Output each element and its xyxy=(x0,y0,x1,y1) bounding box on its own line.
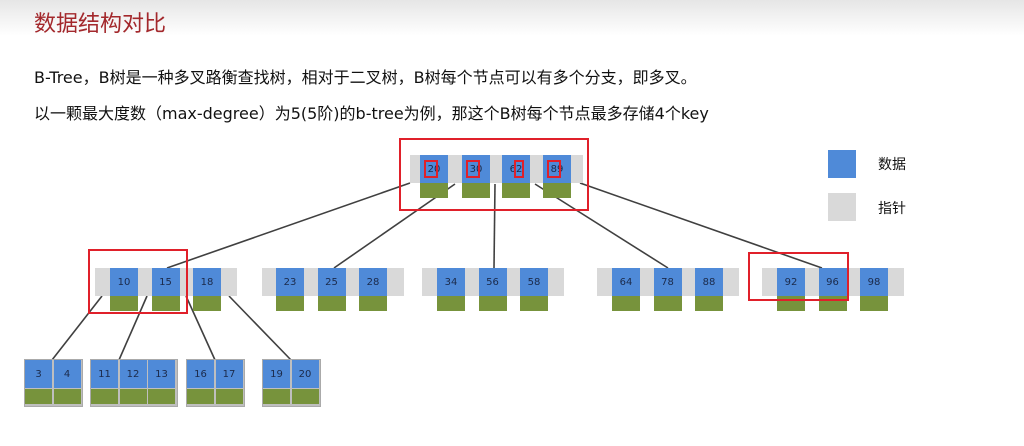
child-pointer xyxy=(653,296,682,311)
highlight-10-15 xyxy=(88,249,188,314)
description-line-1: B-Tree，B树是一种多叉路衡查找树，相对于二叉树，B树每个节点可以有多个分支… xyxy=(34,68,697,87)
header-bar xyxy=(0,0,1024,36)
highlight-key xyxy=(466,160,480,178)
edge xyxy=(493,183,496,269)
child-pointer xyxy=(437,296,465,311)
highlight-key xyxy=(424,160,438,178)
key-cell: 12 xyxy=(119,360,147,388)
leaf-pad xyxy=(148,389,175,404)
key-cell: 92 xyxy=(777,268,805,296)
child-pointer xyxy=(502,183,530,198)
child-pointer xyxy=(860,296,888,311)
key-cell: 15 xyxy=(151,268,180,296)
key-cell: 28 xyxy=(359,268,387,296)
edge xyxy=(534,183,669,269)
highlight-92-96 xyxy=(748,252,849,301)
key-cell: 10 xyxy=(110,268,138,296)
child-pointer xyxy=(478,296,507,311)
description-line-2: 以一颗最大度数（max-degree）为5(5阶)的b-tree为例，那这个B树… xyxy=(34,104,709,123)
child-pointer xyxy=(359,296,387,311)
child-pointer xyxy=(151,296,180,311)
leaf-pad xyxy=(263,389,290,404)
edge xyxy=(118,295,148,361)
legend-data-label: 数据 xyxy=(878,157,906,173)
legend-pointer-label: 指针 xyxy=(878,201,906,217)
child-pointer xyxy=(520,296,548,311)
highlight-root xyxy=(399,138,589,211)
leaf-pad xyxy=(53,389,81,404)
key-cell: 96 xyxy=(818,268,847,296)
key-cell: 11 xyxy=(91,360,118,388)
highlight-key xyxy=(514,160,524,178)
key-cell: 19 xyxy=(263,360,290,388)
key-cell: 4 xyxy=(53,360,81,388)
child-pointer xyxy=(110,296,138,311)
leaf-pad xyxy=(215,389,243,404)
key-cell: 25 xyxy=(317,268,346,296)
edge xyxy=(166,182,411,269)
child-pointer xyxy=(543,183,571,198)
edge xyxy=(185,295,216,361)
edge xyxy=(51,295,103,361)
key-cell: 17 xyxy=(215,360,243,388)
leaf-pad xyxy=(119,389,147,404)
child-pointer xyxy=(695,296,723,311)
child-pointer xyxy=(193,296,221,311)
edge xyxy=(333,183,456,269)
key-cell: 64 xyxy=(612,268,640,296)
child-pointer xyxy=(462,183,490,198)
key-cell: 56 xyxy=(478,268,507,296)
key-cell: 13 xyxy=(148,360,175,388)
child-pointer xyxy=(612,296,640,311)
legend-pointer-swatch xyxy=(828,193,856,221)
leaf-pad xyxy=(91,389,118,404)
key-cell: 34 xyxy=(437,268,465,296)
edge xyxy=(228,295,292,361)
child-pointer xyxy=(317,296,346,311)
key-cell: 98 xyxy=(860,268,888,296)
leaf-pad xyxy=(291,389,319,404)
leaf-pad xyxy=(25,389,52,404)
key-cell: 18 xyxy=(193,268,221,296)
key-cell: 78 xyxy=(653,268,682,296)
child-pointer xyxy=(276,296,304,311)
key-cell: 16 xyxy=(187,360,214,388)
child-pointer xyxy=(420,183,448,198)
key-cell: 58 xyxy=(520,268,548,296)
key-cell: 23 xyxy=(276,268,304,296)
leaf-pad xyxy=(187,389,214,404)
page-title: 数据结构对比 xyxy=(34,12,167,37)
key-cell: 3 xyxy=(25,360,52,388)
legend-data-swatch xyxy=(828,150,856,178)
key-cell: 88 xyxy=(695,268,723,296)
highlight-key xyxy=(547,160,561,178)
key-cell: 20 xyxy=(291,360,319,388)
